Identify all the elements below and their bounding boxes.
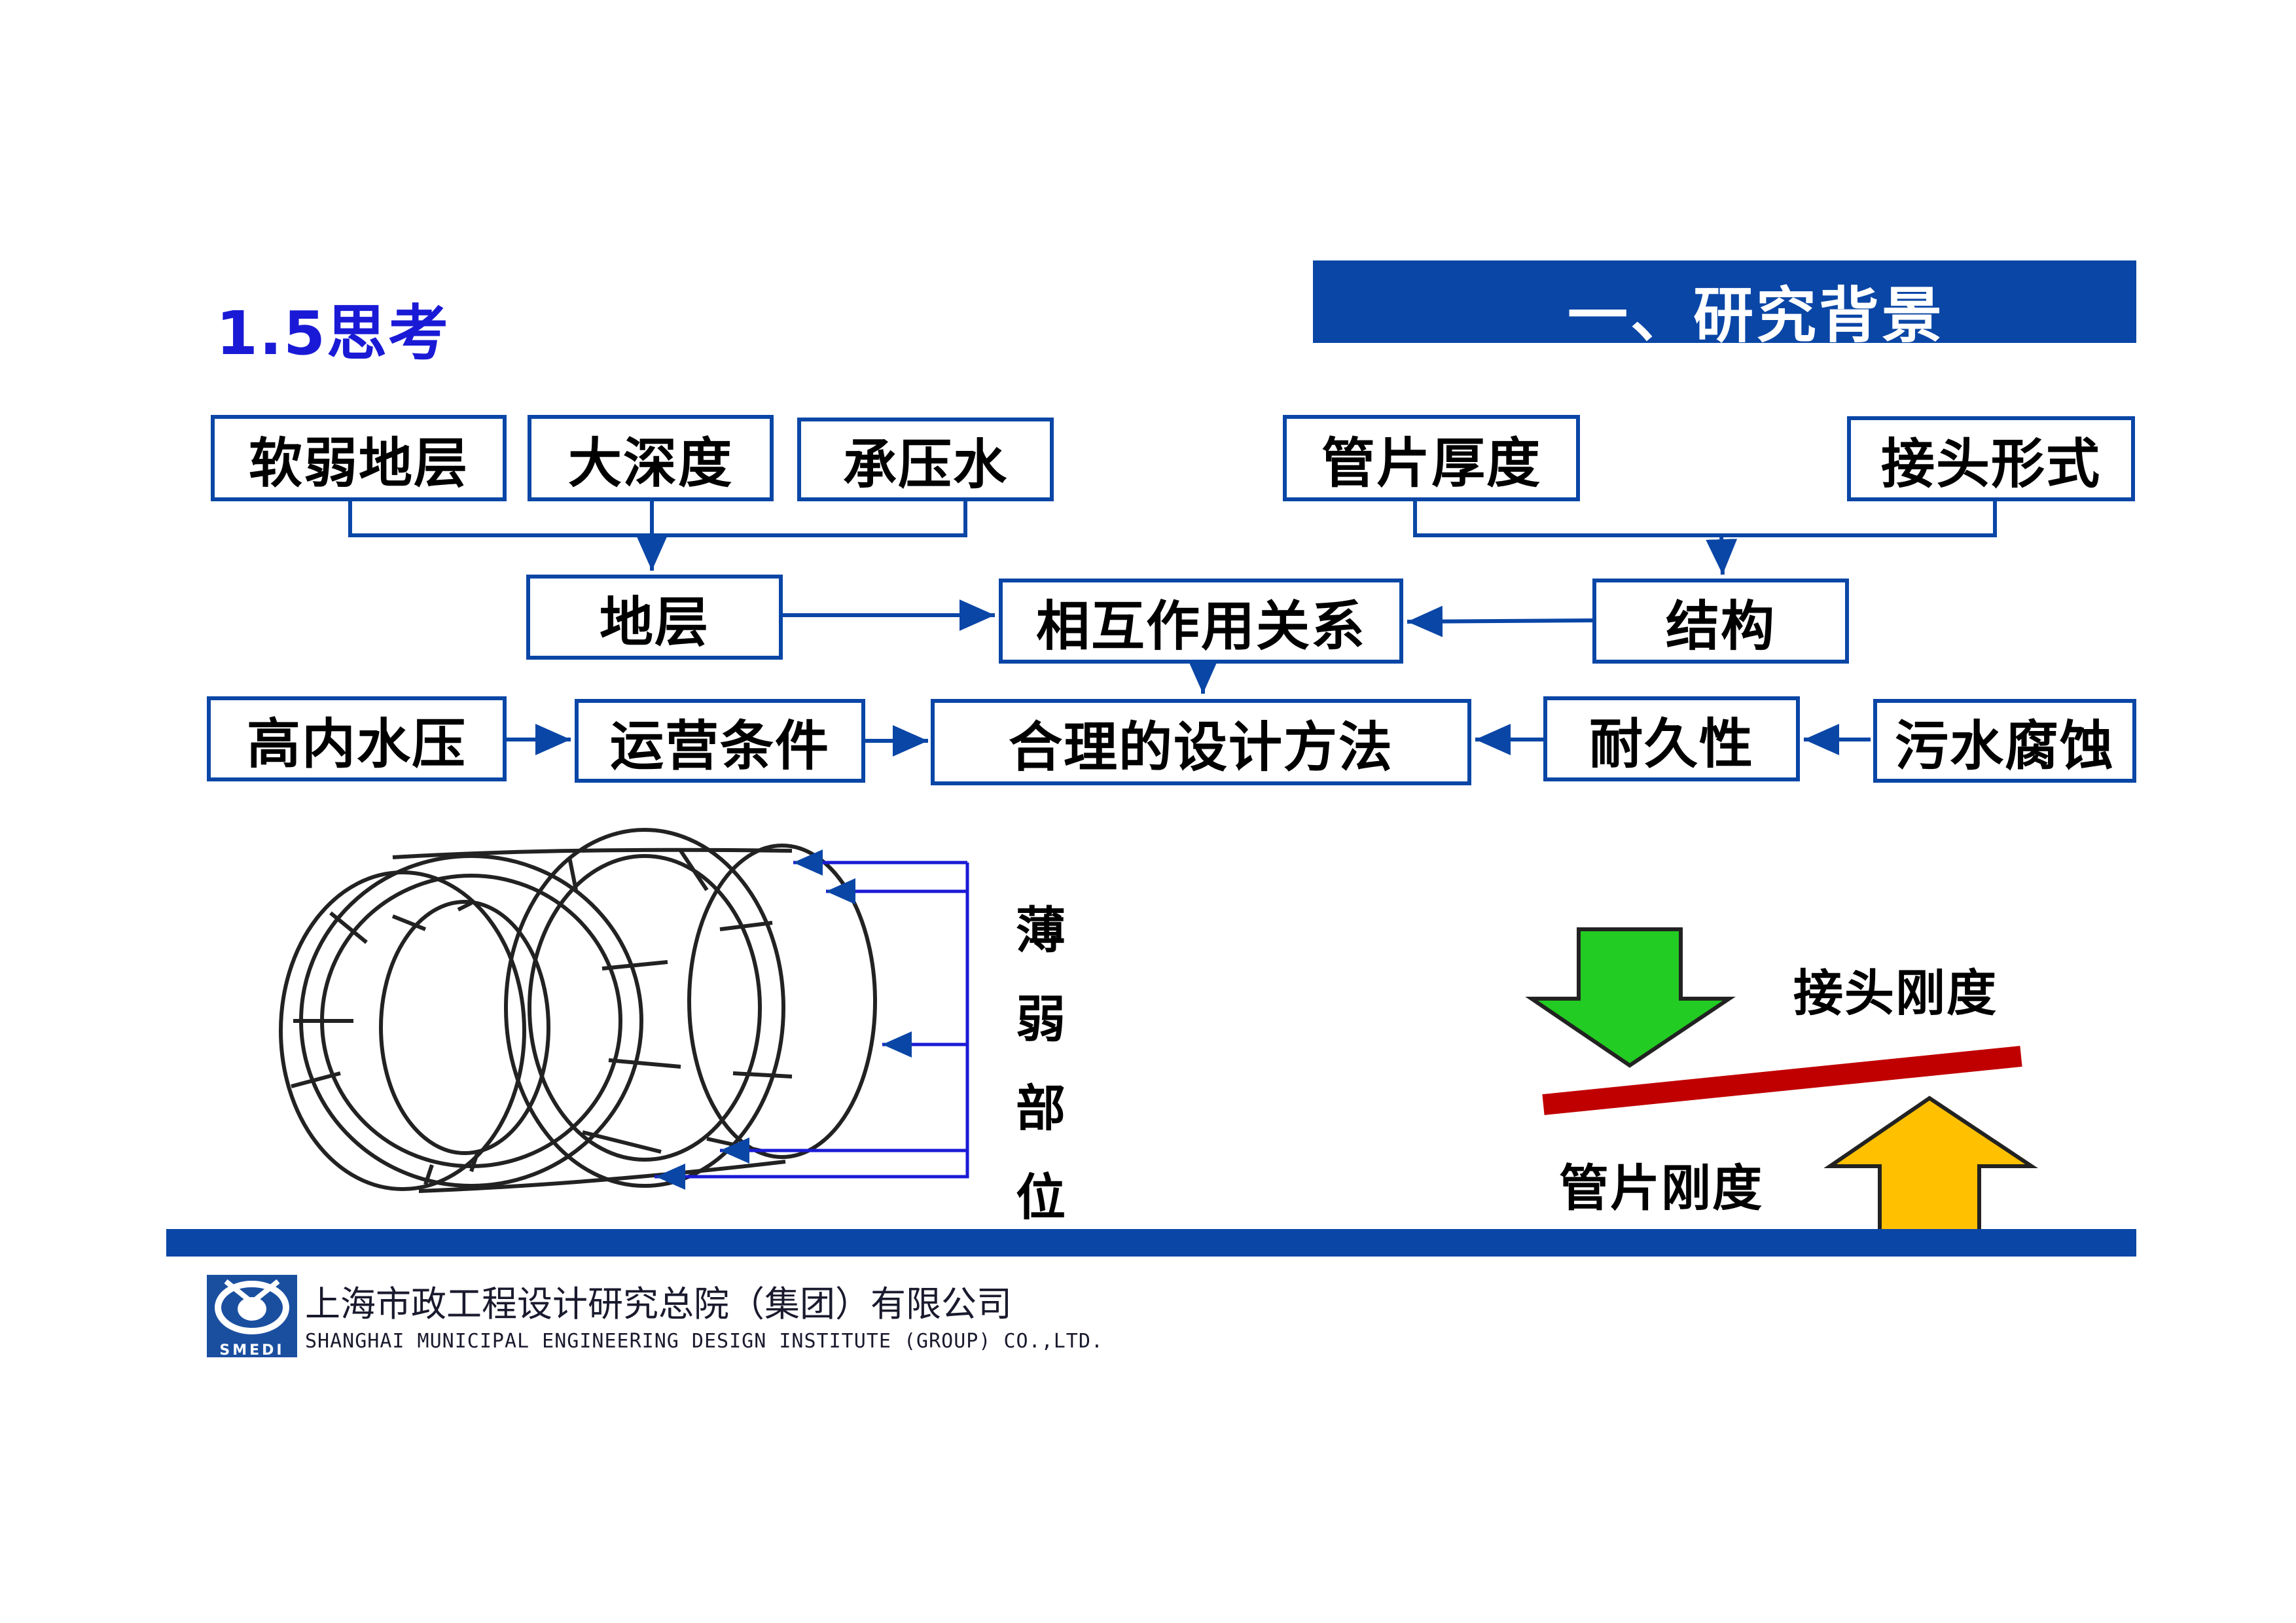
company-name-cn: 上海市政工程设计研究总院（集团）有限公司 (305, 1283, 1012, 1325)
box-structure: 结构 (1592, 579, 1849, 664)
section-title: 1.5思考 (216, 298, 450, 368)
weak-part-char-3: 部 (1016, 1079, 1066, 1137)
box-operating-conditions: 运营条件 (575, 699, 865, 783)
weak-part-char-4: 位 (1016, 1168, 1066, 1226)
box-design-method: 合理的设计方法 (931, 699, 1471, 785)
arrow-structure-interaction (1407, 605, 1593, 637)
arrow-to-structure (1706, 535, 1738, 575)
bracket-structure-factors (1413, 501, 1997, 537)
joint-stiffness-label: 接头刚度 (1793, 964, 1998, 1022)
weak-part-char-1: 薄 (1016, 901, 1066, 959)
company-name-en: SHANGHAI MUNICIPAL ENGINEERING DESIGN IN… (305, 1330, 1103, 1353)
stiffness-beam (1542, 1046, 2022, 1115)
box-stratum: 地层 (526, 575, 783, 660)
footer-bar (166, 1229, 2136, 1257)
box-joint-form: 接头形式 (1847, 416, 2135, 501)
box-high-internal-pressure: 高内水压 (207, 696, 507, 781)
smedi-logo-icon (207, 1275, 297, 1357)
tunnel-rings (279, 828, 877, 1193)
box-great-depth: 大深度 (528, 415, 774, 501)
bracket-soil-factors (348, 501, 967, 537)
header-bar (1313, 260, 2136, 343)
logo-text: SMEDI (219, 1342, 284, 1359)
weak-part-char-2: 弱 (1016, 990, 1066, 1048)
down-arrow-icon (1525, 927, 1736, 1068)
box-confined-water: 承压水 (797, 418, 1054, 501)
box-segment-thickness: 管片厚度 (1283, 415, 1580, 501)
box-interaction: 相互作用关系 (999, 579, 1403, 664)
up-arrow-icon (1823, 1096, 2038, 1238)
box-soft-layer: 软弱地层 (211, 415, 507, 501)
box-durability: 耐久性 (1543, 696, 1800, 781)
header-title: 一、研究背景 (1568, 281, 1945, 351)
segment-stiffness-label: 管片刚度 (1559, 1159, 1763, 1217)
box-sewage-corrosion: 污水腐蚀 (1873, 699, 2136, 783)
